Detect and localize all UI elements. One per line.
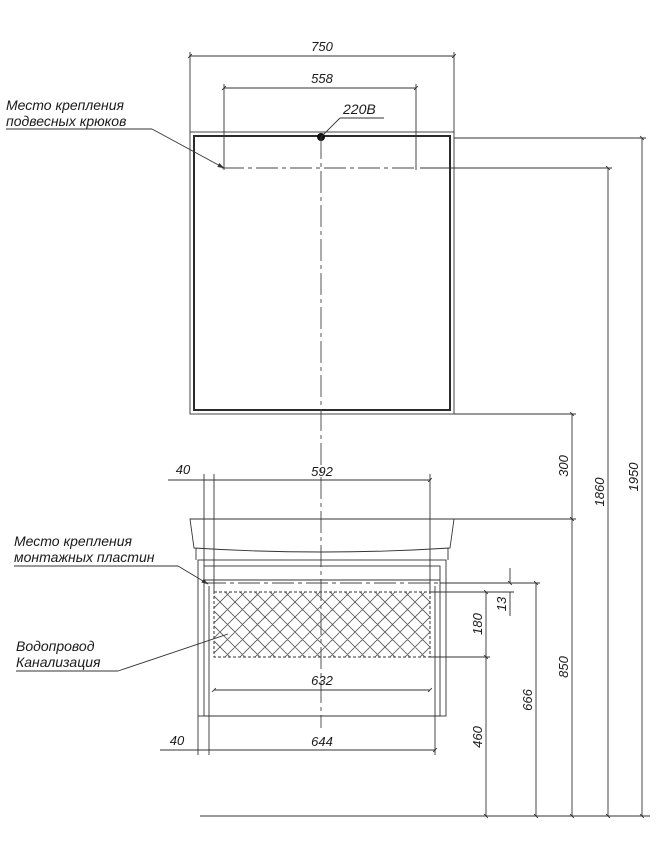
sewer-label: Канализация [16, 654, 101, 670]
dim-460-text: 460 [470, 725, 485, 747]
dimension-460: 460 [470, 657, 489, 819]
dimension-inner-width: 632 [211, 673, 433, 693]
dimension-hook-spacing: 558 [221, 71, 419, 170]
dim-1950-text: 1950 [626, 462, 641, 492]
dim-40-bottom-text: 40 [170, 733, 185, 748]
dimension-13: 13 [494, 568, 513, 616]
dim-644-text: 644 [311, 734, 333, 749]
dimension-850: 850 [556, 519, 575, 819]
extension-lines [420, 137, 646, 658]
dim-13-text: 13 [494, 596, 509, 611]
plate-mount-label-line1: Место крепления [14, 533, 133, 549]
dimension-300: 300 [556, 411, 575, 522]
dim-666-text: 666 [520, 688, 535, 710]
dim-850-text: 850 [556, 655, 571, 677]
dim-632-text: 632 [311, 673, 333, 688]
dim-1860-text: 1860 [592, 477, 607, 507]
hook-mount-label-line1: Место крепления [6, 97, 125, 113]
hook-mount-callout: Место крепления подвесных крюков [6, 97, 225, 169]
dimension-666: 666 [520, 580, 539, 819]
utility-zone [213, 591, 431, 658]
plate-mount-callout: Место крепления монтажных пластин [14, 533, 209, 585]
hook-mount-label-line2: подвесных крюков [6, 113, 126, 129]
dimension-180: 180 [470, 589, 489, 660]
dim-300-text: 300 [556, 454, 571, 476]
water-label: Водопровод [16, 638, 95, 654]
plate-mount-label-line2: монтажных пластин [14, 549, 155, 565]
dim-592-text: 592 [311, 464, 333, 479]
dim-180-text: 180 [470, 612, 485, 634]
dim-40-top-text: 40 [176, 462, 191, 477]
mirror-cabinet [189, 131, 455, 415]
voltage-label: 220В [342, 101, 376, 117]
water-sewer-callout: Водопровод Канализация [16, 633, 229, 672]
dim-558-text: 558 [311, 71, 333, 86]
dim-750-text: 750 [311, 39, 333, 54]
dimension-1860: 1860 [592, 165, 611, 819]
dimension-mirror-width: 750 [187, 39, 457, 132]
vanity-cabinet [197, 559, 447, 717]
dimension-1950: 1950 [626, 135, 645, 819]
sink-basin [189, 518, 455, 560]
dimension-vanity-bottom: 40 644 [160, 710, 438, 755]
dimension-vanity-top: 40 592 [168, 462, 433, 592]
